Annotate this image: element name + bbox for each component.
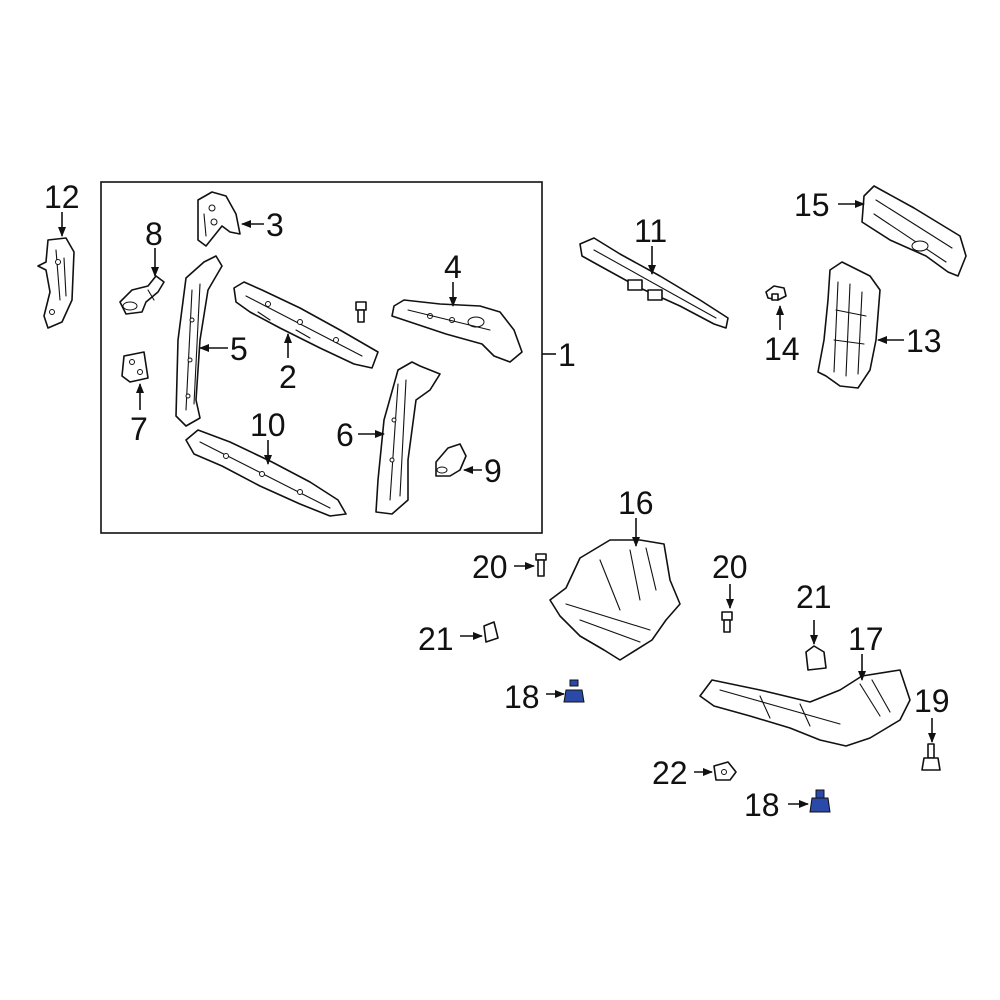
callout-18a[interactable]: 18 [504,679,540,715]
callout-21b[interactable]: 21 [796,579,832,615]
part-19-bolt[interactable] [921,743,941,771]
part-10-lower-tie-bar[interactable] [185,429,347,517]
bolt-in-frame[interactable] [355,301,367,323]
callout-9[interactable]: 9 [484,453,502,489]
part-16-under-cover[interactable] [549,539,681,661]
part-14-clip[interactable] [765,285,787,301]
part-15-air-guide[interactable] [861,185,967,277]
part-20-bolt-right[interactable] [721,611,733,633]
callout-14[interactable]: 14 [764,331,800,367]
callout-8[interactable]: 8 [145,216,163,252]
part-17-under-cover[interactable] [699,669,911,747]
callout-10[interactable]: 10 [250,407,286,443]
callout-1[interactable]: 1 [558,337,576,373]
callout-7[interactable]: 7 [130,411,148,447]
callout-16[interactable]: 16 [618,485,654,521]
part-18-bolt-left[interactable] [563,679,585,703]
callout-2[interactable]: 2 [279,359,297,395]
part-7-plate[interactable] [121,351,149,383]
assembly-group-frame [100,181,543,534]
callout-4[interactable]: 4 [444,249,462,285]
callout-20a[interactable]: 20 [472,549,508,585]
part-3-bracket[interactable] [197,191,241,247]
part-13-air-guide[interactable] [817,261,881,389]
callout-15[interactable]: 15 [794,187,830,223]
callout-6[interactable]: 6 [336,417,354,453]
part-18-bolt-right[interactable] [809,789,831,813]
callout-13[interactable]: 13 [906,323,942,359]
part-12-bracket[interactable] [37,237,75,329]
part-11-crossmember[interactable] [579,237,729,329]
callout-5[interactable]: 5 [230,331,248,367]
callout-21a[interactable]: 21 [418,621,454,657]
callout-19[interactable]: 19 [914,683,950,719]
part-21-clip-left[interactable] [483,621,499,643]
part-9-bracket[interactable] [435,443,467,477]
part-6-support[interactable] [375,361,441,515]
callout-11[interactable]: 11 [634,213,667,249]
callout-3[interactable]: 3 [266,207,284,243]
callout-17[interactable]: 17 [848,621,884,657]
part-20-bolt-left[interactable] [535,553,547,577]
part-21-clip-right[interactable] [805,645,827,671]
callout-22[interactable]: 22 [652,755,688,791]
part-4-support-member[interactable] [391,299,523,363]
callout-18b[interactable]: 18 [744,787,780,823]
part-8-bracket[interactable] [119,275,165,315]
part-22-nut[interactable] [713,761,737,781]
callout-12[interactable]: 12 [44,179,80,215]
part-2-upper-tie-bar[interactable] [233,281,379,369]
callout-20b[interactable]: 20 [712,549,748,585]
part-5-support[interactable] [175,255,223,427]
